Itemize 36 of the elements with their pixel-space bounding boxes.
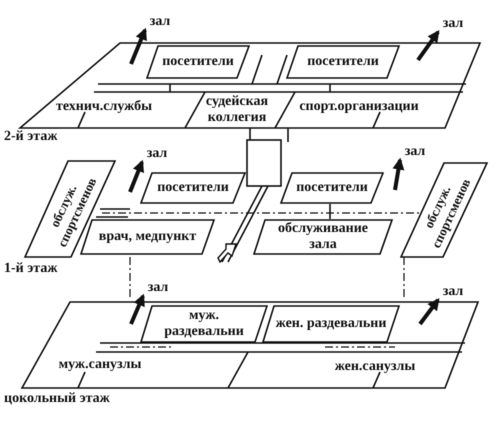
arrow	[416, 30, 440, 62]
hall-label: зал	[142, 146, 172, 162]
room-label: жен.санузлы	[315, 356, 435, 378]
arrow	[129, 28, 147, 65]
room-box	[140, 172, 246, 204]
arrow	[392, 158, 404, 190]
hall-label: зал	[438, 16, 468, 32]
hall-label: зал	[143, 280, 173, 296]
room-label: спорт.организации	[284, 96, 434, 118]
room-box	[253, 219, 393, 255]
hall-label: зал	[438, 284, 468, 300]
room-label: посетители	[156, 180, 230, 196]
room-box	[400, 162, 488, 258]
room-label: посетители	[295, 180, 369, 196]
room-box	[280, 172, 384, 204]
room-box	[286, 45, 400, 79]
room-label: врач, медпункт	[98, 229, 198, 245]
hall-label: зал	[145, 14, 175, 30]
room-label: муж.санузлы	[40, 354, 160, 376]
room-label: жен. раздевальни	[274, 316, 388, 332]
room-label: посетители	[306, 54, 380, 70]
floor-label: цокольный этаж	[4, 392, 110, 406]
room-label: судейская коллегия	[192, 92, 282, 128]
floor-label: 1-й этаж	[4, 262, 58, 276]
room-box	[146, 45, 250, 79]
room-label: посетители	[161, 54, 235, 70]
arrow	[128, 160, 144, 193]
room-box	[262, 305, 400, 343]
arrow	[418, 298, 440, 326]
room-label: технич.службы	[38, 96, 170, 118]
floor-label: 2-й этаж	[4, 130, 58, 144]
hall-label: зал	[400, 144, 430, 160]
room-label: обслуживание зала	[276, 221, 369, 253]
arrow	[129, 294, 145, 325]
room-label: муж. раздевальни	[163, 308, 245, 340]
room-box	[140, 305, 268, 343]
